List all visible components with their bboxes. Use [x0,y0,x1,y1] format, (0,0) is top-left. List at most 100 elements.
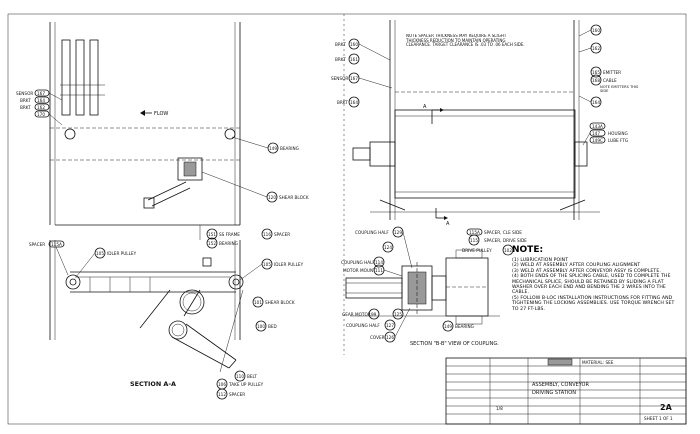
balloon-149b: 149 [442,320,454,332]
balloon-124: 124 [382,241,394,253]
bearing-label-3: BEARING [455,324,474,329]
svg-text:149: 149 [444,324,452,329]
svg-text:101: 101 [254,300,262,305]
balloon-164b: 164 [590,96,602,108]
belt-label: BELT [247,374,257,379]
note-item: (5) FOLLOW B-LOC INSTALLATION INSTRUCTIO… [512,295,675,312]
svg-text:106: 106 [218,382,226,387]
balloon-115a-b: 115A [466,228,483,236]
balloon-102: 102 [502,244,514,256]
svg-text:120: 120 [268,195,276,200]
balloon-115a: 115A [48,240,65,248]
svg-text:162: 162 [592,46,600,51]
balloon-100: 100 [255,320,267,332]
balloon-105a: 105 [94,247,106,259]
balloon-168: 168 [590,74,602,86]
balloon-105b: 105 [261,258,273,270]
balloon-143a: 143A [589,122,606,130]
drawing-number: 2A [660,403,673,412]
section-bb-view [345,249,500,325]
balloon-167r: 167 [348,72,360,84]
sensor-label-r: SENSOR [331,76,348,81]
svg-text:112: 112 [218,392,226,397]
balloon-165: 165 [590,66,602,78]
coupling-half-label-2: COUPLING HALF [341,260,375,265]
svg-text:115A: 115A [469,230,480,235]
balloon-149c: 149C [589,136,606,144]
note-item: (2) WELD AT ASSEMBLY AFTER COUPLING ALIG… [512,263,641,269]
notes-title: NOTE: [512,245,544,255]
svg-text:167: 167 [350,76,358,81]
balloon-120: 120 [266,191,278,203]
svg-text:164: 164 [350,100,358,105]
sensor-label: SENSOR [16,91,33,96]
balloon-115: 115 [468,234,480,246]
title-line-2: DRIVING STATION [532,390,576,396]
balloon-127: 127 [384,319,396,331]
note-item: (4) BOTH ENDS OF THE SPLICING CABLE, USE… [512,274,671,296]
svg-text:161: 161 [350,57,358,62]
svg-text:162: 162 [37,105,45,110]
spacer-label-2: SPACER [274,232,290,237]
svg-text:152: 152 [208,241,216,246]
section-marker-upper: A [423,104,444,124]
svg-text:105: 105 [263,262,271,267]
spacer-label: SPACER [29,242,45,247]
svg-text:A: A [423,104,427,110]
idler-pulley-label: IDLER PULLEY [107,251,137,256]
gear-motor-label: GEAR MOTOR [342,312,371,317]
motor-mount-label: MOTOR MOUNT [343,268,376,273]
balloon-110: 110 [234,370,246,382]
balloon-99: 99 [368,308,380,320]
sheet-number: SHEET 1 OF 1 [644,416,673,421]
svg-text:A: A [446,221,450,227]
lube-ftg-label: LUBE FTG [608,138,628,143]
balloon-152: 152 [206,237,218,249]
flow-label: FLOW [154,111,168,117]
balloon-151: 151 [206,228,218,240]
balloon-114: 114 [373,256,385,268]
section-marker-lower: A [435,208,450,227]
svg-text:125: 125 [394,312,402,317]
svg-text:126: 126 [386,335,394,340]
shear-block-label: SHEAR BLOCK [279,195,309,200]
cable-label: CABLE [603,78,617,83]
balloon-162r: 162 [590,42,602,54]
section-bb-title: SECTION "B-B" VIEW OF COUPLING. [410,341,499,347]
brkt-label-2: BRKT [20,105,31,110]
balloon-164: 164 [34,96,50,104]
balloon-111: 111 [373,264,385,276]
ss-frame-label: SS FRAME [219,232,240,237]
svg-text:164: 164 [592,100,600,105]
balloon-160a: 160 [348,38,360,50]
svg-text:127: 127 [386,323,394,328]
bearing-label-2: BEARING [219,241,238,246]
balloon-129: 129 [392,226,404,238]
svg-text:115A: 115A [51,242,62,247]
title-line-1: ASSEMBLY, CONVEYOR [532,382,589,388]
coupling-half-label: COUPLING HALF [355,230,389,235]
top-left-view [49,22,241,240]
emitter-label: EMITTER [603,70,621,75]
svg-text:143A: 143A [592,124,603,129]
brkt-label-r1: BRKT [335,42,346,47]
balloon-147: 147 [589,129,606,137]
svg-text:110: 110 [236,374,244,379]
svg-text:151: 151 [208,232,216,237]
balloon-116: 116 [261,228,273,240]
balloon-164r: 164 [348,96,360,108]
svg-text:116: 116 [263,232,271,237]
svg-text:165: 165 [592,70,600,75]
svg-text:111: 111 [375,268,383,273]
section-aa-title: SECTION A-A [130,380,176,388]
svg-text:168: 168 [592,78,600,83]
flow-arrow-icon [140,110,152,116]
balloon-126: 126 [384,331,396,343]
svg-text:100: 100 [257,324,265,329]
idler-pulley-label-2: IDLER PULLEY [274,262,304,267]
drive-pulley-label: DRIVE PULLEY [462,248,492,253]
balloon-125: 125 [392,308,404,320]
svg-text:115: 115 [470,238,478,243]
balloon-167: 167 [34,89,50,97]
